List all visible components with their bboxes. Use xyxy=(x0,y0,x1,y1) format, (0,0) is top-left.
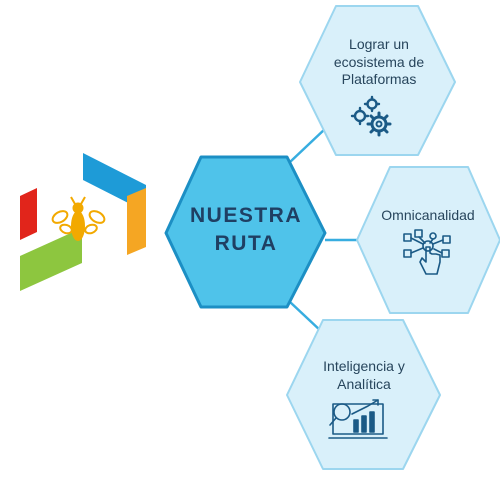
logo-green-bar xyxy=(20,228,82,291)
node-label-omnichannel-line-1: Omnicanalidad xyxy=(381,207,475,223)
touch-network-icon xyxy=(403,229,451,275)
bee-logo-icon xyxy=(51,196,106,241)
center-hexagon xyxy=(164,155,327,309)
gears-icon xyxy=(350,95,392,137)
analytics-chart-icon xyxy=(328,399,388,439)
node-label-omnichannel: Omnicanalidad xyxy=(360,207,496,225)
logo-orange-bar xyxy=(127,188,146,255)
node-hexagon-analytics xyxy=(286,319,441,470)
logo-red-bar xyxy=(20,188,37,240)
center-title-line-1: NUESTRA xyxy=(189,204,302,227)
center-title-line-2: RUTA xyxy=(214,232,278,256)
node-label-platforms-line-1: Lograr un xyxy=(349,36,409,52)
connector-line-top xyxy=(289,127,327,163)
center-title: NUESTRA RUTA xyxy=(166,202,326,259)
logo xyxy=(20,153,146,291)
node-label-analytics-line-1: Inteligencia y xyxy=(323,358,405,374)
node-hexagon-omnichannel xyxy=(356,166,500,314)
node-label-platforms: Lograr un ecosistema de Plataformas xyxy=(305,36,453,89)
connector-line-bottom xyxy=(289,301,323,333)
node-hexagon-platforms xyxy=(299,5,456,156)
node-label-analytics-line-2: Analítica xyxy=(337,375,391,392)
node-label-analytics: Inteligencia y Analítica xyxy=(290,358,438,393)
node-label-platforms-line-2: ecosistema de xyxy=(333,53,425,70)
node-label-platforms-line-3: Plataformas xyxy=(341,71,417,87)
